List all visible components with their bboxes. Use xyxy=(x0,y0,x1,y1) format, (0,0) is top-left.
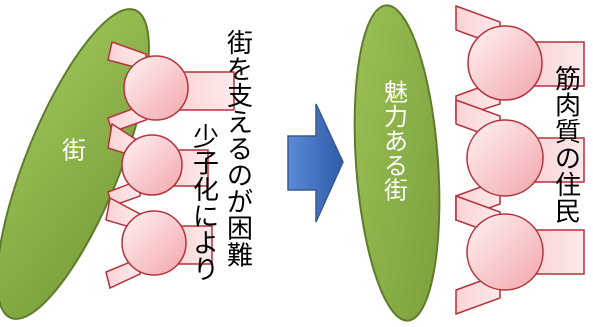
muscular-person xyxy=(455,194,585,316)
left-group: 街 少子化により 街を支えるのが困難 xyxy=(0,8,253,320)
right-group: 魅力ある街 筋肉質の住民 xyxy=(353,4,585,322)
muscular-person xyxy=(455,98,585,222)
muscular-person xyxy=(455,4,585,120)
left-street-oval xyxy=(0,8,150,320)
right-oval-label: 魅力ある街 xyxy=(384,78,408,204)
left-caption-line1: 少子化により xyxy=(193,123,219,286)
transition-arrow xyxy=(287,103,344,223)
left-oval-label: 街 xyxy=(62,136,86,164)
right-caption: 筋肉質の住民 xyxy=(555,65,581,228)
weak-person xyxy=(105,196,213,290)
left-caption-line2: 街を支えるのが困難 xyxy=(227,29,253,271)
right-street-oval xyxy=(353,4,441,322)
weak-person xyxy=(107,41,235,133)
weak-person xyxy=(107,122,209,207)
